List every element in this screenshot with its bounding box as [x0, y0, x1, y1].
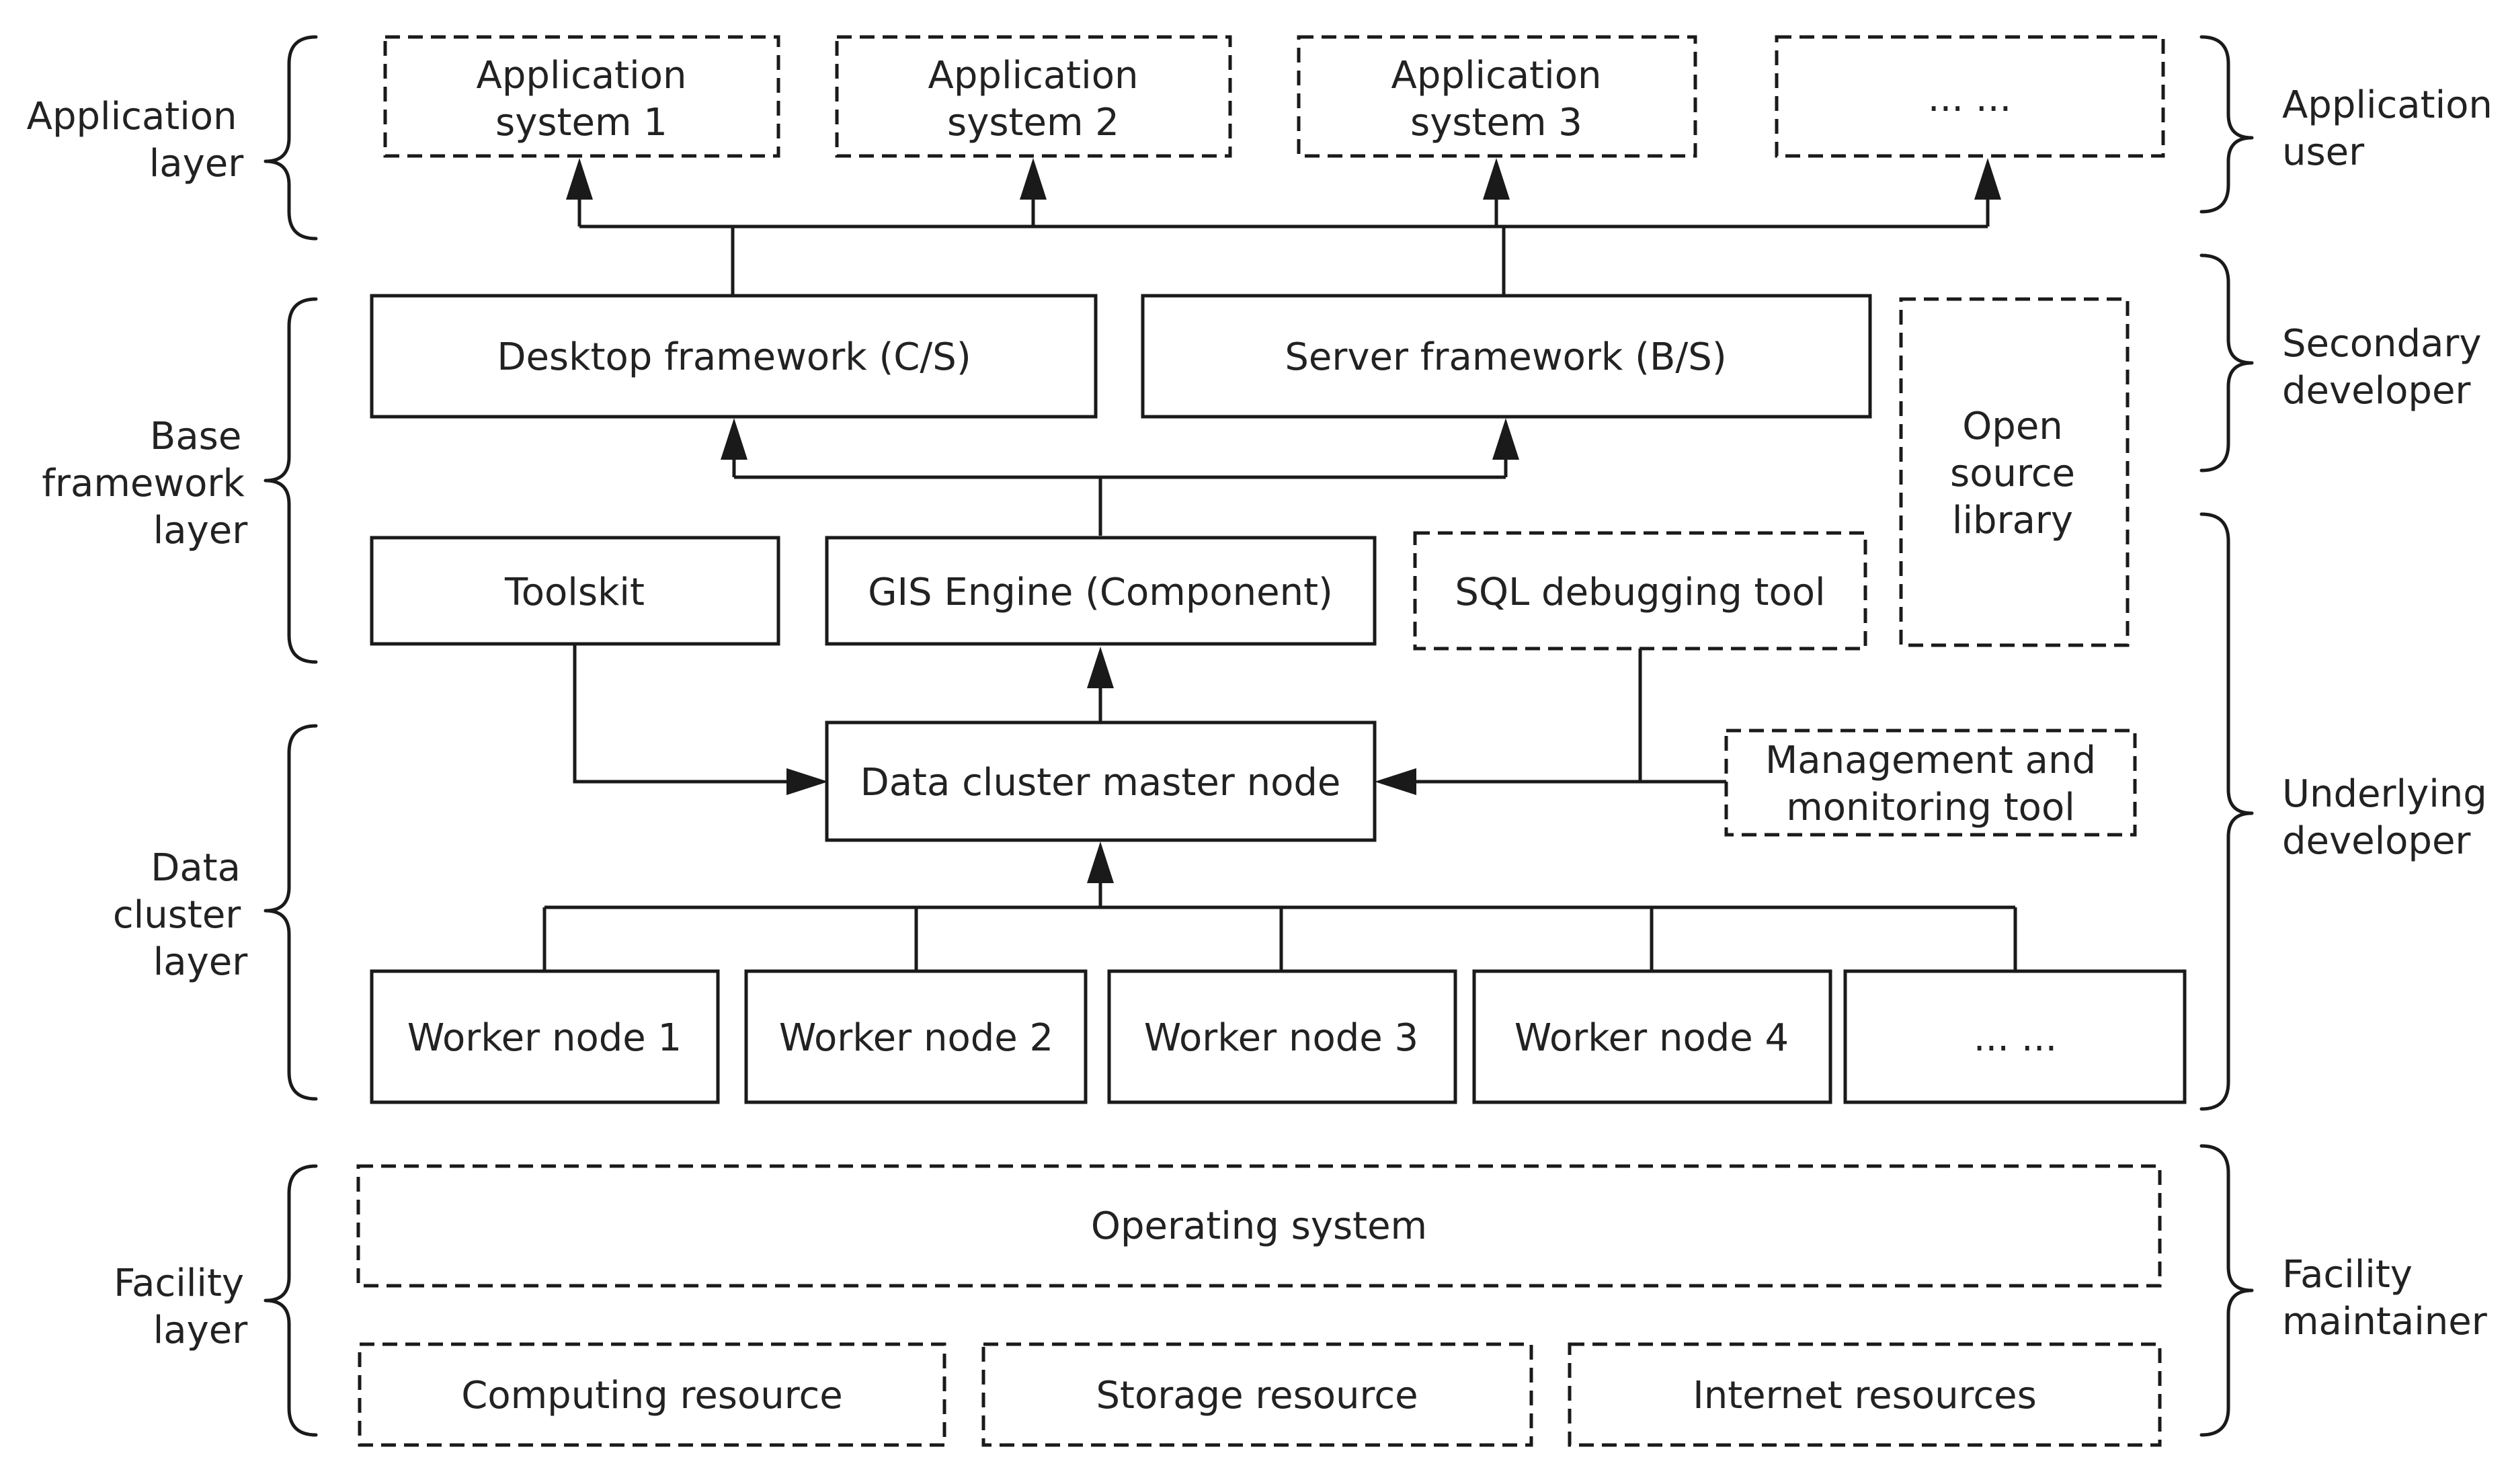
svg-text:Internet resources: Internet resources — [1693, 1374, 2037, 1417]
svg-text:Storage resource: Storage resource — [1096, 1374, 1418, 1417]
label-secondary-developer: Secondary developer — [2282, 322, 2493, 413]
arrow-to-master-from-workers — [1087, 841, 1114, 883]
app-more-box: ... ... — [1775, 35, 2165, 158]
svg-text:Computing resource: Computing resource — [461, 1374, 843, 1417]
desktop-framework-box: Desktop framework (C/S) — [370, 294, 1098, 419]
brace-base-framework-layer — [264, 297, 318, 664]
arrow-to-app-system-2 — [1020, 158, 1047, 200]
brace-application-layer — [264, 35, 318, 241]
arrow-to-app-system-1 — [566, 158, 593, 200]
connector-toolskit-to-master — [573, 643, 786, 784]
worker-node-2-box: Worker node 2 — [744, 969, 1088, 1104]
toolskit-box: Toolskit — [370, 536, 780, 646]
server-framework-box: Server framework (B/S) — [1141, 294, 1872, 419]
worker-node-1-box: Worker node 1 — [370, 969, 720, 1104]
brace-application-user — [2199, 35, 2254, 214]
storage-resource-box: Storage resource — [981, 1342, 1533, 1447]
svg-text:Worker node 3: Worker node 3 — [1144, 1016, 1418, 1060]
worker-node-3-box: Worker node 3 — [1107, 969, 1457, 1104]
connector-workers-to-master — [542, 880, 2017, 970]
arrow-to-server-framework — [1492, 418, 1519, 460]
label-facility-layer: Facility layer — [114, 1262, 256, 1352]
arrow-to-master-from-toolskit — [786, 768, 828, 795]
arrow-to-app-system-3 — [1483, 158, 1510, 200]
label-application-layer: Application layer — [27, 95, 249, 186]
operating-system-box: Operating system — [356, 1164, 2162, 1288]
arrow-to-master-from-tools — [1375, 768, 1416, 795]
brace-secondary-developer — [2199, 253, 2254, 472]
arrow-to-desktop-framework — [721, 418, 747, 460]
svg-text:Data cluster master node: Data cluster master node — [860, 761, 1341, 805]
brace-data-cluster-layer — [264, 724, 318, 1101]
connector-gis-to-frameworks — [732, 457, 1508, 536]
computing-resource-box: Computing resource — [358, 1342, 946, 1447]
connector-tools-to-master — [1415, 649, 1726, 784]
internet-resources-box: Internet resources — [1568, 1342, 2162, 1447]
label-application-user: Application user — [2282, 83, 2505, 174]
svg-text:SQL debugging tool: SQL debugging tool — [1455, 571, 1825, 614]
sql-debugging-tool-box: SQL debugging tool — [1413, 531, 1867, 651]
svg-text:GIS Engine (Component): GIS Engine (Component) — [868, 571, 1333, 614]
label-base-framework-layer: Base framework layer — [42, 415, 256, 552]
svg-text:Server framework (B/S): Server framework (B/S) — [1285, 335, 1726, 379]
svg-text:... ...: ... ... — [1928, 77, 2012, 120]
data-cluster-master-node-box: Data cluster master node — [825, 720, 1377, 842]
label-underlying-developer: Underlying developer — [2282, 772, 2499, 863]
label-facility-maintainer: Facility maintainer — [2282, 1253, 2488, 1344]
gis-engine-box: GIS Engine (Component) — [825, 536, 1377, 646]
svg-text:Worker node 2: Worker node 2 — [779, 1016, 1053, 1060]
svg-text:Desktop framework (C/S): Desktop framework (C/S) — [497, 335, 971, 379]
worker-node-4-box: Worker node 4 — [1472, 969, 1832, 1104]
svg-text:... ...: ... ... — [1974, 1016, 2058, 1060]
svg-text:Toolskit: Toolskit — [504, 571, 645, 614]
arrow-to-app-more — [1974, 158, 2001, 200]
svg-text:Worker node 4: Worker node 4 — [1514, 1016, 1789, 1060]
brace-underlying-developer — [2199, 512, 2254, 1111]
worker-more-box: ... ... — [1843, 969, 2187, 1104]
connector-frameworks-to-applications — [577, 198, 1990, 296]
label-data-cluster-layer: Data cluster layer — [113, 846, 253, 984]
svg-text:Operating system: Operating system — [1091, 1204, 1427, 1248]
brace-facility-layer — [264, 1164, 318, 1437]
arrow-to-gis-engine — [1087, 647, 1114, 688]
brace-facility-maintainer — [2199, 1144, 2254, 1437]
svg-text:Worker node 1: Worker node 1 — [407, 1016, 682, 1060]
